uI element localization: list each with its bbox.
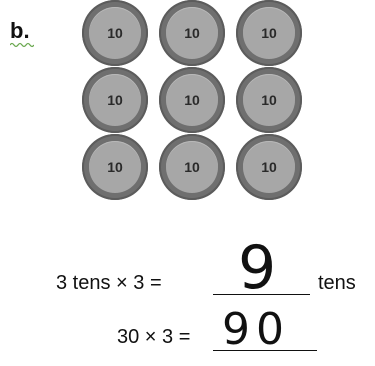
ten-counter: 10 (82, 67, 148, 133)
ten-counter: 10 (236, 67, 302, 133)
ten-counter: 10 (159, 134, 225, 200)
ten-counter: 10 (159, 0, 225, 66)
counter-label: 10 (243, 74, 295, 126)
equation-2-blank[interactable] (213, 350, 317, 351)
counter-label: 10 (166, 7, 218, 59)
counter-label: 10 (89, 7, 141, 59)
ten-counter: 10 (236, 0, 302, 66)
counter-label: 10 (166, 141, 218, 193)
ten-counter: 10 (82, 134, 148, 200)
equation-1-answer: 9 (238, 233, 277, 303)
ten-counter: 10 (82, 0, 148, 66)
spellcheck-squiggle (10, 42, 34, 48)
ten-counter: 10 (159, 67, 225, 133)
counter-label: 10 (243, 7, 295, 59)
counter-label: 10 (89, 74, 141, 126)
equation-2-left: 30 × 3 = (117, 326, 191, 348)
counter-label: 10 (166, 74, 218, 126)
counter-label: 10 (243, 141, 295, 193)
problem-label: b. (10, 18, 30, 43)
equation-1-blank[interactable] (213, 294, 310, 295)
counter-grid: 10 10 10 10 10 10 10 10 10 (82, 0, 302, 200)
counter-label: 10 (89, 141, 141, 193)
equation-2-answer: 90 (222, 304, 290, 355)
equation-1-right: tens (318, 272, 356, 294)
equation-1-left: 3 tens × 3 = (56, 272, 162, 294)
ten-counter: 10 (236, 134, 302, 200)
